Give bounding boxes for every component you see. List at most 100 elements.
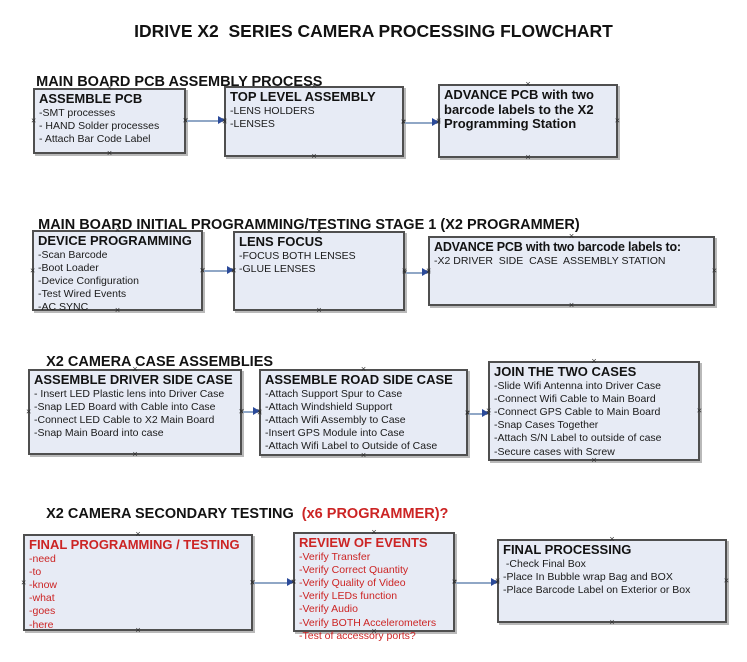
flow-box-title: JOIN THE TWO CASES [494,364,637,379]
anchor-x-icon: × [723,575,729,586]
connector-line [456,582,492,584]
process-step-item: -Scan Barcode [38,248,108,261]
anchor-x-icon: × [183,115,189,125]
connector-arrow: × × [452,578,500,587]
flow-box-steps: -FOCUS BOTH LENSES-GLUE LENSES [239,250,399,276]
connector-arrow: × × [200,266,236,275]
section-heading-text: MAIN BOARD INITIAL PROGRAMMING/TESTING S… [38,217,580,233]
process-step-item: -FOCUS BOTH LENSES [239,249,356,262]
flow-box-title: ASSEMBLE ROAD SIDE CASE [265,372,453,387]
flow-box-title: TOP LEVEL ASSEMBLY [230,89,376,104]
process-step-item: -LENSES [230,117,275,130]
flow-box-title: ASSEMBLE DRIVER SIDE CASE [34,372,233,387]
anchor-x-icon: × [452,577,458,587]
flow-box-steps: -SMT processes- HAND Solder processes- A… [39,107,180,147]
connector-arrow: × × [183,116,227,125]
flow-box-assemble-driver-side-case: ASSEMBLE DRIVER SIDE CASE - Insert LED P… [26,365,244,459]
process-step-item: -Verify Transfer [299,550,371,563]
process-step-item: -know [29,578,58,591]
anchor-x-icon: × [494,577,500,587]
flow-box-title: REVIEW OF EVENTS [299,535,428,550]
process-step-item: -Snap LED Board with Cable into Case [34,400,216,413]
anchor-x-icon: × [239,406,245,416]
process-step-item: -to [29,565,42,578]
process-step-item: -Slide Wifi Antenna into Driver Case [494,379,661,392]
anchor-x-icon: × [30,265,36,275]
process-step-item: -Attach Wifi Assembly to Case [265,413,406,426]
process-step-item: -Connect LED Cable to X2 Main Board [34,413,215,426]
process-step-item: -Test Wired Events [38,288,127,301]
process-step-item: -Snap Main Board into case [34,427,164,440]
connector-arrow: × × [402,268,431,277]
arrowhead-icon [482,409,489,418]
flow-box-steps: - Insert LED Plastic lens into Driver Ca… [34,388,236,441]
anchor-x-icon: × [31,115,37,126]
anchor-x-icon: × [609,617,615,627]
process-step-item: - Insert LED Plastic lens into Driver Ca… [34,387,225,400]
flow-box-join-the-two-cases: JOIN THE TWO CASES -Slide Wifi Antenna i… [486,357,702,465]
process-step-item: -need [29,552,56,565]
connector-line [204,270,228,272]
arrowhead-icon [227,266,234,275]
connector-line [254,582,288,584]
flow-box-top-level-assembly: TOP LEVEL ASSEMBLY -LENS HOLDERS-LENSES … [222,82,406,161]
process-step-item: -Snap Cases Together [494,419,599,432]
anchor-x-icon: × [525,152,531,162]
connector-arrow: × × [250,578,296,587]
anchor-x-icon: × [311,151,317,161]
process-step-item: -Connect GPS Cable to Main Board [494,405,661,418]
process-step-item: -Verify Quality of Video [299,576,406,589]
section-heading-text: X2 CAMERA SECONDARY TESTING [46,506,298,522]
connector-line [243,411,254,413]
anchor-x-icon: × [26,406,32,417]
anchor-x-icon: × [250,577,256,587]
section-heading-initial-programming: MAIN BOARD INITIAL PROGRAMMING/TESTING S… [22,201,580,249]
connector-arrow: × × [401,118,441,127]
process-step-item: -here [29,618,54,631]
process-step-item: -what [29,592,55,605]
connector-line [187,120,219,122]
process-step-item: -Attach Wifi Label to Outside of Case [265,440,438,453]
process-step-item: -AC SYNC [38,301,89,314]
connector-line [406,272,423,274]
flow-box-steps: -Check Final Box-Place In Bubble wrap Ba… [503,558,721,598]
flow-box-assemble-pcb: ASSEMBLE PCB -SMT processes- HAND Solder… [31,84,188,158]
process-step-item: -Verify LEDs function [299,590,398,603]
process-step-item: - Attach Bar Code Label [39,132,151,145]
flow-box-steps: -Slide Wifi Antenna into Driver Case-Con… [494,380,694,459]
anchor-x-icon: × [485,408,491,418]
process-step-item: -Insert GPS Module into Case [265,427,405,440]
arrowhead-icon [491,578,498,587]
process-step-item: -SMT processes [39,106,116,119]
process-step-item: -Verify Audio [299,603,358,616]
process-step-item: -Verify Correct Quantity [299,563,409,576]
process-step-item: -goes [29,605,56,618]
anchor-x-icon: × [711,265,717,276]
section-heading-secondary-testing: X2 CAMERA SECONDARY TESTING (x6 PROGRAMM… [30,490,448,538]
connector-arrow: × × [239,407,262,416]
arrowhead-icon [287,578,294,587]
anchor-x-icon: × [425,267,431,277]
flow-box-steps: -X2 DRIVER SIDE CASE ASSEMBLY STATION [434,255,709,268]
flow-box-advance-pcb-driver-side: ADVANCE PCB with two barcode labels to: … [426,232,717,310]
anchor-x-icon: × [465,408,471,418]
flow-box-title: FINAL PROCESSING [503,542,632,557]
flow-box-advance-pcb-programming-station: ADVANCE PCB with two barcode labels to t… [436,80,620,162]
process-step-item: -Attach S/N Label to outside of case [494,432,662,445]
process-step-item: -Boot Loader [38,261,99,274]
connector-line [469,413,483,415]
anchor-x-icon: × [200,265,206,275]
flow-box-final-processing: FINAL PROCESSING -Check Final Box-Place … [495,535,729,627]
anchor-x-icon: × [696,405,702,416]
anchor-x-icon: × [256,406,262,416]
process-step-item: -Device Configuration [38,274,139,287]
flow-box-title: DEVICE PROGRAMMING [38,233,192,248]
process-step-item: -GLUE LENSES [239,262,316,275]
flow-box-steps: -Attach Support Spur to Case-Attach Wind… [265,388,462,454]
connector-arrow: × × [465,409,491,418]
process-step-item: -Connect Wifi Cable to Main Board [494,392,656,405]
process-step-item: -Place In Bubble wrap Bag and BOX [503,570,673,583]
flow-box-steps: -Scan Barcode-Boot Loader-Device Configu… [38,249,197,315]
process-step-item: -Place Barcode Label on Exterior or Box [503,583,691,596]
